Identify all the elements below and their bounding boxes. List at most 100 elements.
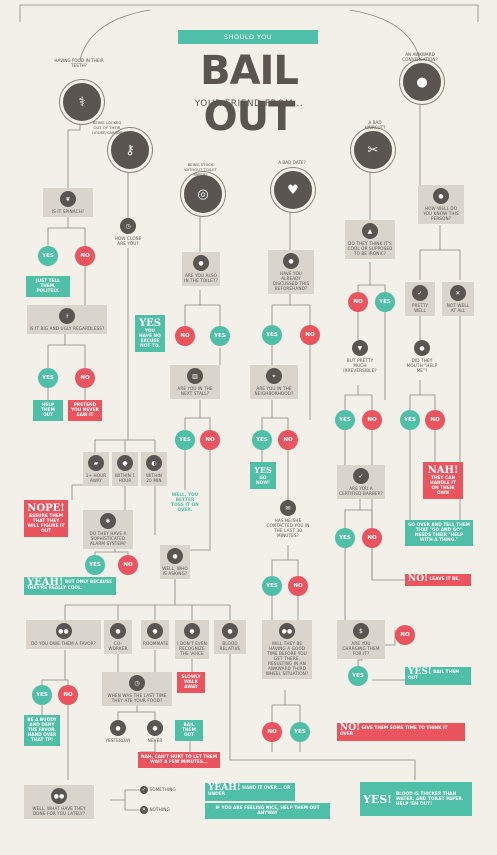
alarm-yes: YES (85, 555, 105, 575)
in-toilet-question: ● ARE YOU ALSO IN THE TOILET? (182, 252, 220, 286)
spinach-text: IS IT SPINACH? (51, 209, 85, 214)
pretty-much-no: NO (362, 410, 382, 430)
option-within-hour: ● WITHIN 1 HOUR (112, 452, 138, 486)
cant-hurt-answer: NAH, CAN'T HURT TO LET THEM WAIT A FEW M… (138, 752, 220, 768)
people-icon: ●● (51, 788, 67, 804)
header-banner: SHOULD YOU (178, 30, 318, 44)
tell-politely-answer: JUST TELL THEM, POLITELY. (26, 276, 70, 297)
check-icon: ✓ (140, 786, 148, 794)
mouth-help-no: NO (425, 410, 445, 430)
check-icon: ✓ (412, 285, 428, 301)
person-icon: ● (110, 623, 126, 639)
in-toilet-no: NO (175, 326, 195, 346)
toilet-paper-icon: ◎ (181, 172, 225, 216)
pretend-answer: PRETEND YOU NEVER SAW IT (68, 400, 102, 421)
if-feeling-answer: IF YOU ARE FEELING NICE, HELP THEM OUT A… (205, 803, 330, 819)
half-circle-icon: ◐ (146, 455, 162, 471)
in-toilet-yes: YES (210, 326, 230, 346)
contacted-no: NO (288, 576, 308, 596)
option-not-well: ✕ NOT WELL AT ALL (442, 282, 474, 316)
speech-bubble-icon: ● (400, 60, 444, 104)
check-icon: ✓ (353, 468, 369, 484)
category-locked: BEING LOCKED OUT OF THEIR HOUSE/CAR/JOB (92, 120, 123, 135)
category-stuck: BEING STUCK WITHOUT TOILET PAPER? (184, 162, 217, 177)
discussed-yes: YES (262, 325, 282, 345)
yes-blood-answer: YES! BLOOD IS THICKER THAN WATER, AND TO… (360, 782, 472, 816)
how-close-text: HOW CLOSE ARE YOU? (114, 236, 142, 246)
person-icon: ● (433, 188, 449, 204)
option-pretty-well: ✓ PRETTY WELL (405, 282, 435, 316)
spinach-yes: YES (38, 246, 58, 266)
category-food: HAVING FOOD IN THEIR TEETH? (54, 58, 104, 68)
nope-answer: NOPE! ASSURE THEM THAT THEY WILL FIGURE … (24, 500, 68, 537)
next-stall-question: ▥ ARE YOU IN THE NEXT STALL? (170, 365, 220, 399)
clock-icon: ◷ (120, 218, 136, 234)
banner-text: SHOULD YOU (223, 33, 273, 41)
speech-small-icon: ● (414, 340, 430, 356)
stall-icon: ▥ (187, 368, 203, 384)
thumbs-down-icon: ▼ (352, 340, 368, 356)
thumbs-up-icon: ▲ (362, 223, 378, 239)
clock-icon: ◷ (129, 675, 145, 691)
option-nothing: ✕ NOTHING (140, 806, 170, 814)
slowly-walk-answer: SLOWLY WALK AWAY (177, 672, 205, 693)
go-now-answer: YES GO NOW! (250, 462, 276, 489)
who-asking-question: ● WELL, WHO IS ASKING? (160, 545, 190, 579)
option-yesterday: ● YESTERDAY (104, 720, 132, 743)
awkward-third-yes: YES (290, 722, 310, 742)
mouth-help-question: ● DID THEY MOUTH "HELP ME"? (405, 340, 439, 373)
think-cool-question: ▲ DO THEY THINK IT'S COOL OR SUPPOSED TO… (345, 220, 395, 259)
neighborhood-question: ⌖ ARE YOU IN THE NEIGHBORHOOD? (250, 365, 298, 399)
person-icon: ● (222, 623, 238, 639)
charging-yes: YES (348, 666, 368, 686)
alarm-no: NO (118, 555, 138, 575)
neighborhood-yes: YES (252, 430, 272, 450)
option-roommate: ● ROOMMATE (141, 620, 169, 649)
yeah-hand-answer: YEAH! HAND IT OVER... OR UNDER (205, 783, 295, 801)
broken-heart-icon: ♥ (271, 168, 315, 212)
pin-icon: ⌖ (266, 368, 282, 384)
dollar-icon: $ (353, 623, 369, 639)
person-icon: ● (117, 455, 133, 471)
no-leave-answer: NO! LEAVE IT BE. (405, 574, 471, 586)
category-awkward: AN AWKWARD CONVERSATION? (402, 52, 438, 62)
option-something: ✓ SOMETHING (140, 786, 176, 794)
big-ugly-question: ⚕ IS IT BIG AND UGLY REGARDLESS? (27, 305, 107, 334)
cross-icon: ✕ (450, 285, 466, 301)
contacted-question: ✉ HAS HE/SHE CONTACTED YOU IN THE LAST 3… (263, 500, 313, 538)
leaf-icon: ❦ (60, 191, 76, 207)
how-close-question: ◷ HOW CLOSE ARE YOU? (113, 218, 143, 246)
person-icon: ● (193, 255, 209, 271)
mouth-help-yes: YES (400, 410, 420, 430)
yeah-cool-answer: YEAH! BUT ONLY BECAUSE THEY'RE REALLY CO… (24, 577, 116, 595)
charging-no: NO (395, 625, 415, 645)
yes-excuse-answer: YES YOU HAVE NO EXCUSE NOT TO. (135, 315, 165, 352)
alarm-question: ✱ DO THEY HAVE A SOPHISTICATED ALARM SYS… (83, 510, 133, 549)
car-icon: ▰ (88, 455, 104, 471)
person-icon: ● (184, 623, 200, 639)
page-subtitle: YOUR FRIEND FROM... (194, 99, 304, 109)
done-lately-question: ●● WELL, WHAT HAVE THEY DONE FOR YOU LAT… (24, 785, 94, 819)
last-time-question: ◷ WHEN WAS THE LAST TIME THEY ATE YOUR F… (102, 672, 172, 706)
next-stall-no: NO (200, 430, 220, 450)
option-hour-away: ▰ 1+ HOUR AWAY (83, 452, 109, 486)
key-icon: ⚷ (108, 128, 152, 172)
tooth-icon: ⚕ (60, 80, 104, 124)
certified-question: ✓ ARE YOU A CERTIFIED BARBER? (337, 465, 385, 499)
people-icon: ●● (55, 623, 72, 639)
category-haircut: A BAD HAIRCUT? (364, 120, 386, 130)
daddy-no: NO (58, 685, 78, 705)
charging-question: $ ARE YOU CHARGING THEM FOR IT? (337, 620, 385, 659)
alarm-icon: ✱ (100, 513, 116, 529)
next-stall-yes: YES (175, 430, 195, 450)
know-person-question: ● HOW WELL DO YOU KNOW THIS PERSON? (418, 185, 464, 224)
cross-icon: ✕ (140, 806, 148, 814)
big-ugly-text: IS IT BIG AND UGLY REGARDLESS? (29, 326, 105, 331)
option-dont-recognize: ● I DON'T EVEN RECOGNIZE THE VOICE (175, 620, 209, 659)
discussed-no: NO (300, 325, 320, 345)
option-coworker: ● CO-WORKER (104, 620, 132, 654)
apple-icon: ● (147, 720, 163, 736)
people-icon: ●● (279, 623, 295, 639)
no-give-answer: NO! GIVE THEM SOME TIME TO THINK IT OVER (337, 723, 465, 741)
